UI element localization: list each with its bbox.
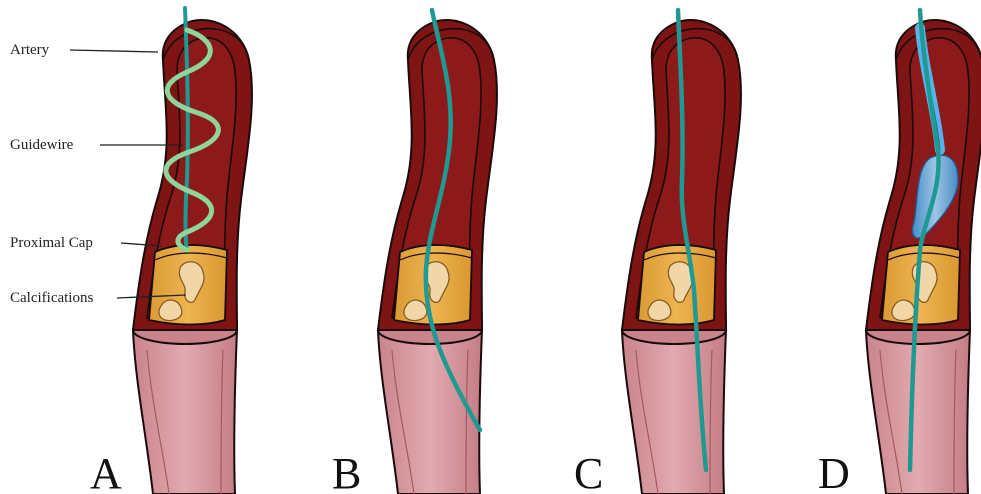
panel-d — [866, 10, 981, 494]
artery-icon — [866, 20, 981, 494]
label-guidewire: Guidewire — [10, 137, 74, 153]
label-proximal-cap: Proximal Cap — [10, 235, 93, 251]
label-calcifications: Calcifications — [10, 290, 93, 306]
panel-letter-c: C — [574, 449, 603, 494]
label-artery: Artery — [10, 42, 50, 58]
panel-letter-d: D — [818, 449, 850, 494]
artery-icon — [378, 20, 497, 494]
panel-letter-b: B — [332, 449, 361, 494]
panel-letter-a: A — [90, 449, 122, 494]
artery-icon — [133, 20, 252, 494]
panel-a — [133, 8, 252, 494]
panel-b — [378, 10, 497, 494]
panel-c — [622, 10, 741, 494]
